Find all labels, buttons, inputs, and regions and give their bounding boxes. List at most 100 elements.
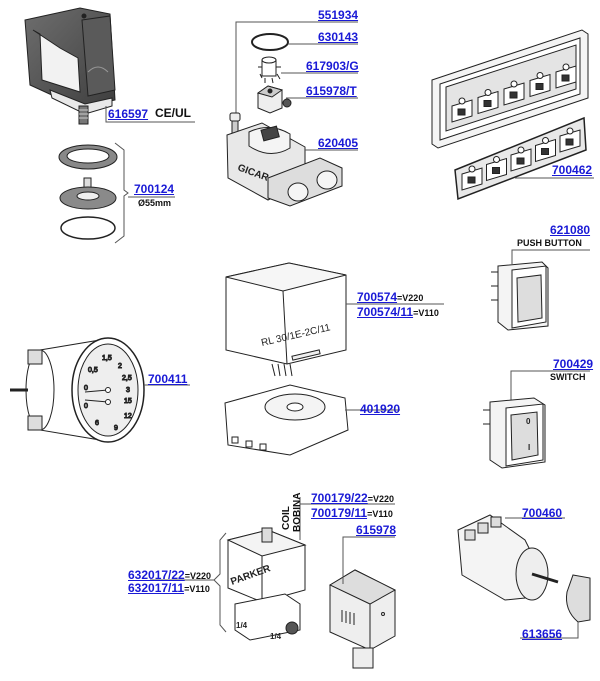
gauge-scale-label: 1,5 [102,355,112,362]
rotary-switch-illustration [457,514,559,601]
gauge-scale-label: 0 [84,403,88,410]
part-link-551934[interactable]: 551934 [318,8,359,22]
voltage-suffix: =V110 [184,584,210,594]
cup-icon [457,108,466,116]
part-link-620405[interactable]: 620405 [318,136,359,150]
gauge-scale-label: 2 [118,363,122,370]
o-ring-illustration [251,33,289,51]
cup-icon [535,83,544,90]
knob-illustration [566,574,591,623]
part-link-617903-g[interactable]: 617903/G [306,59,359,73]
part-number[interactable]: 700574/11 [357,305,414,319]
bracket [114,142,129,244]
key-led [542,137,549,144]
key-led [484,89,492,96]
part-number[interactable]: 700179/22 [311,491,368,505]
leader-line [511,249,590,264]
part-link-621080[interactable]: 621080 [550,223,591,237]
part-link-700574[interactable]: 700574=V220 [357,291,423,305]
key-led [562,63,570,71]
part-link-632017-11[interactable]: 632017/11=V110 [128,582,210,596]
relay-socket-illustration [224,384,349,456]
key-led [468,165,476,173]
gauge-scale-label: 15 [124,398,132,405]
part-number[interactable]: 700179/11 [311,506,368,520]
cup-icon [509,91,518,99]
switch-on-mark: I [528,443,530,452]
part-link-613656[interactable]: 613656 [522,627,563,641]
valve-port-out: 1/4 [270,632,282,641]
part-number[interactable]: 632017/22 [128,568,185,582]
screw-illustration [229,112,241,136]
steam-icon [561,74,570,82]
bracket [213,532,227,633]
coil-label: COIL [281,506,292,530]
part-link-615978-t[interactable]: 615978/T [306,84,357,98]
key-led [510,80,518,88]
solenoid-valve-illustration: PARKER 1/4 1/4 [226,527,307,641]
manometer-illustration [10,337,145,443]
cup-icon [492,167,500,174]
leader-line [510,370,590,404]
valve-port-in: 1/4 [236,621,248,630]
switch-off-mark: 0 [526,417,531,426]
part-link-700460[interactable]: 700460 [522,506,563,520]
part-link-700574-11[interactable]: 700574/11=V110 [357,306,439,320]
gauge-scale-label: 3 [126,387,130,394]
rocker-switch-illustration: 0 I [483,397,546,469]
voltage-suffix: =V110 [413,308,439,318]
part-link-700429[interactable]: 700429 [553,357,594,371]
connector-large-illustration [328,569,397,669]
relay-illustration: RL 30/1E-2C/11 [225,262,347,377]
bobina-label: BOBINA [292,492,303,532]
part-link-401920[interactable]: 401920 [360,402,401,416]
leader-line [235,21,358,113]
key-led [458,97,466,105]
part-number[interactable]: 632017/11 [128,581,185,595]
gauge-scale-label: 12 [124,413,132,420]
gauge-scale-label: 0,5 [88,367,98,374]
part-link-700179-11[interactable]: 700179/11=V110 [311,507,393,521]
key-led [493,156,500,163]
part-suffix-ce-ul: CE/UL [155,106,191,120]
flowmeter-illustration: GICAR [226,122,343,207]
part-number[interactable]: 700574 [357,290,398,304]
push-button-label: PUSH BUTTON [517,238,582,248]
gauge-scale-label: 2,5 [122,375,132,382]
part-link-630143[interactable]: 630143 [318,30,359,44]
part-link-700462[interactable]: 700462 [552,163,593,177]
gauge-scale-label: 6 [95,420,99,427]
part-link-615978[interactable]: 615978 [356,523,397,537]
part-link-700124[interactable]: 700124 [134,182,175,196]
voltage-suffix: =V220 [184,571,212,581]
connector-illustration [256,85,292,114]
part-link-632017-22[interactable]: 632017/22=V220 [128,569,211,583]
voltage-suffix: =V220 [397,293,424,303]
part-link-700411[interactable]: 700411 [148,372,188,386]
key-led [517,146,525,154]
key-led [566,127,574,135]
steam-icon [565,138,574,146]
leader-line [520,622,579,639]
impeller-illustration [258,56,281,84]
gauge-scale-label: 9 [114,425,118,432]
cup-icon [483,100,492,107]
push-button-illustration [491,261,549,331]
key-led [536,72,544,79]
cup-icon [467,176,476,184]
leader-line [342,536,395,584]
pressure-switch-illustration [24,7,116,125]
voltage-suffix: =V110 [367,509,393,519]
part-link-700179-22[interactable]: 700179/22=V220 [311,492,394,506]
voltage-suffix: =V220 [367,494,395,504]
diameter-label: Ø55mm [138,198,172,208]
part-link-616597[interactable]: 616597 [108,107,149,121]
cup-icon [516,157,525,165]
membrane-kit-illustration [58,144,118,240]
gauge-scale-label: 0 [84,385,88,392]
cup-icon [541,148,549,155]
switch-label: SWITCH [550,372,586,382]
leader-line [105,106,195,123]
